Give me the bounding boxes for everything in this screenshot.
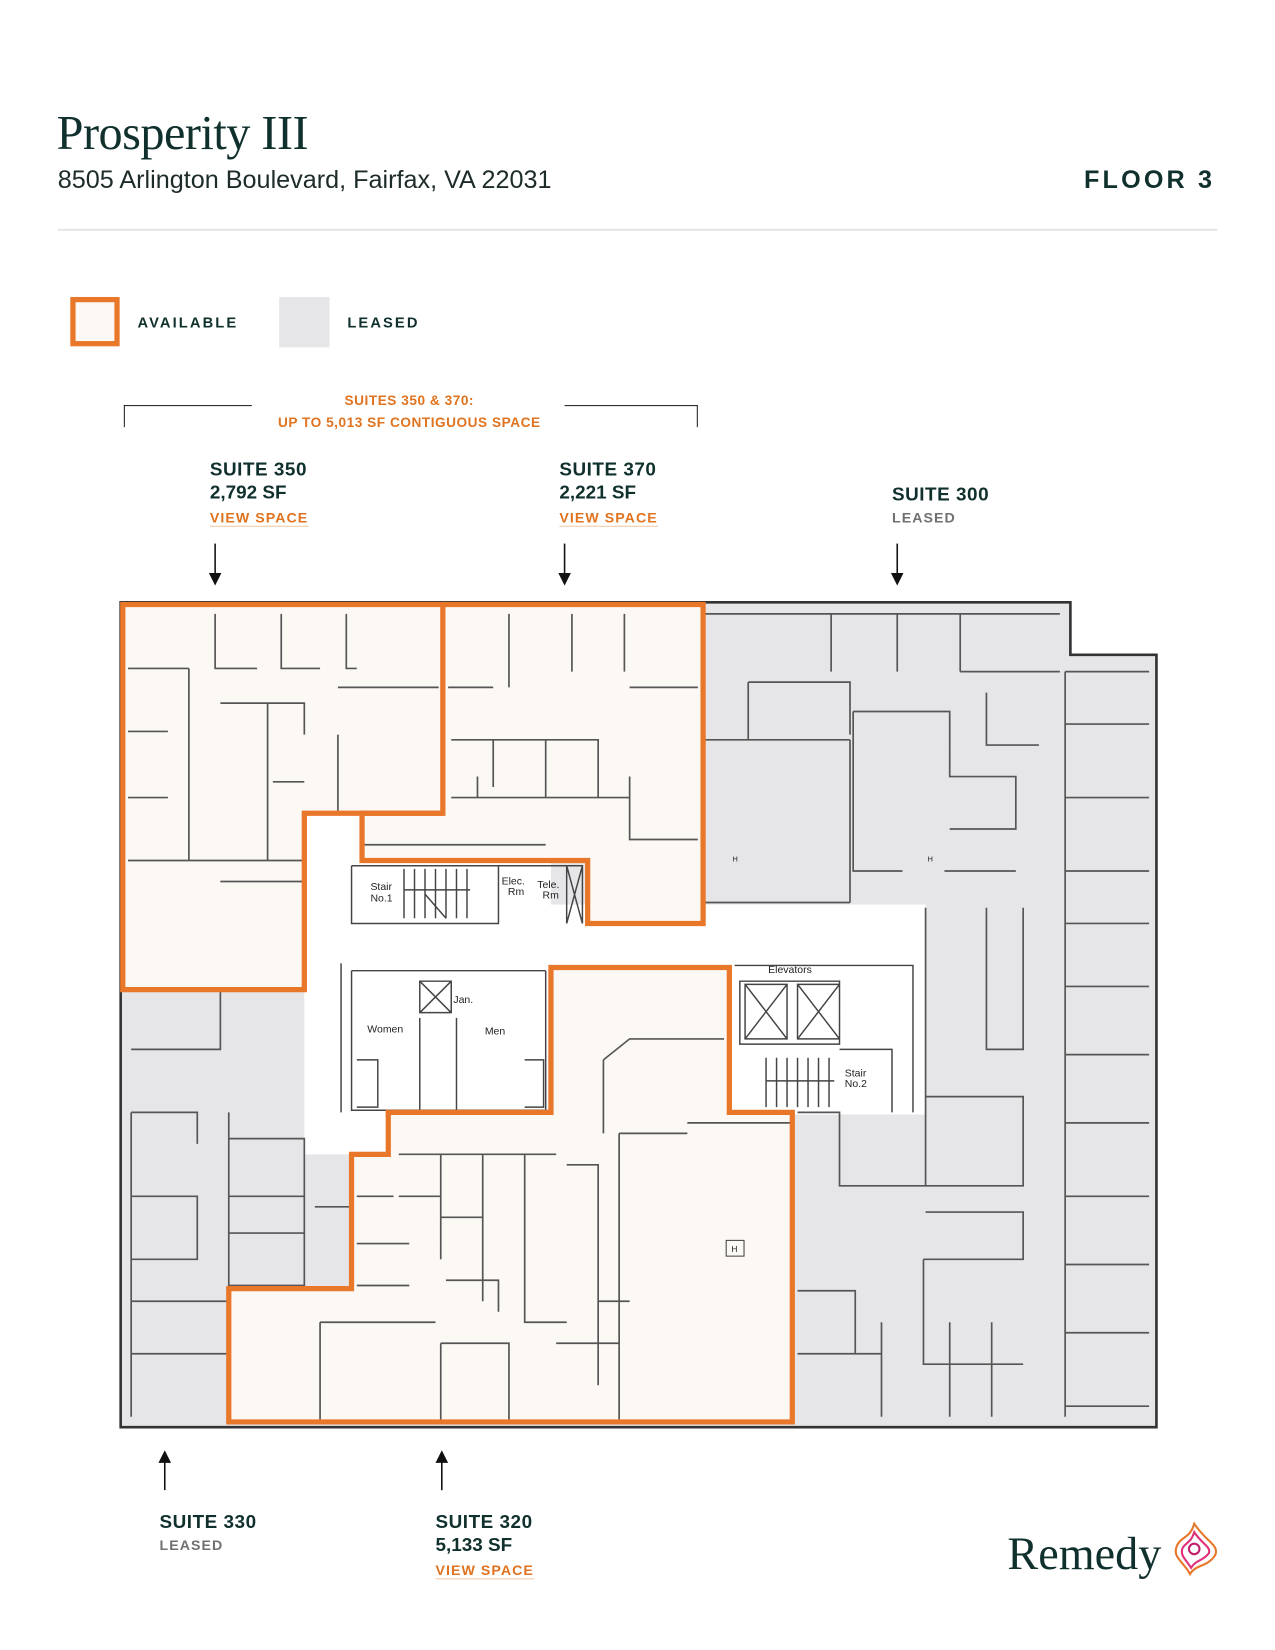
tele-room-rm: Rm [543,890,560,901]
suite-300-status: LEASED [891,510,956,526]
floor-label: FLOOR 3 [1084,165,1216,195]
suite-370-name: SUITE 370 [559,458,657,480]
core-corridor [304,813,926,1155]
suite-320-size: 5,133 SF [435,1534,513,1556]
elevators-label: Elevators [768,965,812,976]
men-restroom-label: Men [485,1027,506,1038]
hvac-marker: H [928,855,933,864]
women-restroom-label: Women [367,1025,403,1036]
stair-2-number: No.2 [845,1079,867,1090]
available-walls [128,613,793,1422]
stair-2-label: Stair [845,1069,867,1080]
stair-1-label: Stair [370,882,392,893]
suite-320-view-space-link[interactable]: VIEW SPACE [435,1562,534,1580]
hvac-marker: H [731,1244,737,1254]
stair-1-number: No.1 [370,893,392,904]
legend-available-label: AVAILABLE [137,313,239,331]
suite-300-name: SUITE 300 [891,483,990,505]
suite-320-area[interactable] [228,967,793,1422]
suite-350-size: 2,792 SF [209,481,287,503]
janitor-label: Jan. [453,995,473,1006]
header-divider [57,228,1218,231]
suite-330-name: SUITE 330 [159,1511,257,1533]
suite-350-view-space-link[interactable]: VIEW SPACE [209,510,309,527]
legend-leased-swatch [279,296,330,348]
suite-330-status: LEASED [159,1537,224,1554]
hvac-marker: H [732,855,737,864]
elec-room-rm: Rm [508,887,525,898]
tele-room-label: Tele. [537,880,559,891]
suite-370-area[interactable] [362,604,704,924]
bracket-gap [251,398,565,412]
leased-walls [130,613,1150,1417]
suite-320-name: SUITE 320 [435,1511,533,1533]
building-address: 8505 Arlington Boulevard, Fairfax, VA 22… [57,165,552,195]
suite-370-size: 2,221 SF [559,481,636,503]
column-marker [725,1239,745,1257]
contiguous-line1: SUITES 350 & 370: [344,392,475,409]
suite-350-area[interactable] [122,604,443,990]
elec-room-label: Elec. [502,877,525,888]
remedy-logo-mark [1174,1521,1218,1577]
legend-available-swatch [70,296,120,347]
contiguous-line2: UP TO 5,013 SF CONTIGUOUS SPACE [277,414,541,431]
building-title: Prosperity III [56,105,309,160]
available-outlines [120,601,795,1425]
remedy-logo: Remedy [1007,1527,1162,1580]
suite-350-name: SUITE 350 [209,458,307,480]
legend-leased-label: LEASED [347,313,420,331]
suite-370-view-space-link[interactable]: VIEW SPACE [559,510,658,527]
